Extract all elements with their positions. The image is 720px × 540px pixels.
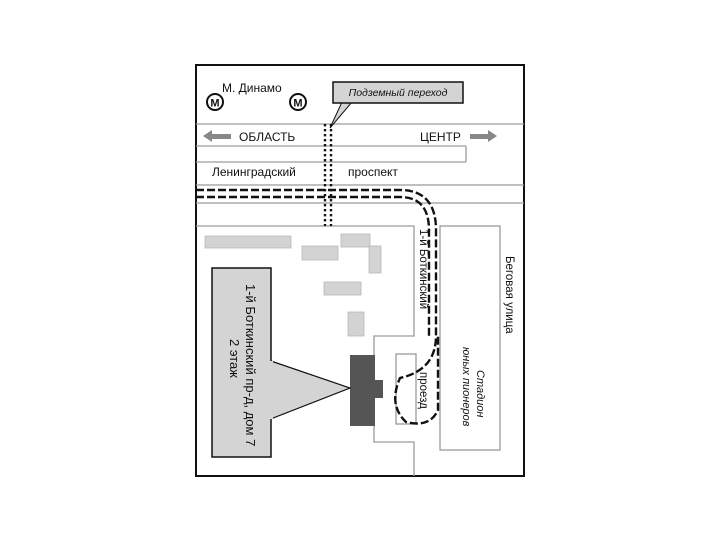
metro-station-label: М. Динамо xyxy=(222,81,282,95)
direction-region-label: ОБЛАСТЬ xyxy=(239,130,295,144)
arrow-left-icon xyxy=(203,130,231,142)
stadium-label-2: юных пионеров xyxy=(460,347,472,427)
route-path xyxy=(196,188,440,425)
street-label-proezd: проезд xyxy=(417,372,429,409)
metro-icon: М xyxy=(206,93,224,111)
street-label-botkinsky: 1-й Боткинский xyxy=(417,229,429,309)
target-building-annex xyxy=(375,380,383,398)
svg-text:Подземный переход: Подземный переход xyxy=(349,87,448,99)
building xyxy=(323,281,362,296)
building xyxy=(340,233,371,248)
building xyxy=(368,245,382,274)
address-callout: 1-й Боткинский пр-д, дом 7 2 этаж xyxy=(211,267,352,458)
direction-center-label: ЦЕНТР xyxy=(420,130,461,144)
street-label-prospekt: проспект xyxy=(348,165,398,179)
buildings xyxy=(204,233,382,337)
underpass-callout: Подземный переход xyxy=(329,81,464,129)
metro-icon: М xyxy=(289,93,307,111)
underpass-path xyxy=(323,124,333,226)
svg-text:М: М xyxy=(293,98,302,110)
target-building xyxy=(350,355,375,426)
street-label-begovaya: Беговая улица xyxy=(503,256,515,334)
address-line-1: 1-й Боткинский пр-д, дом 7 xyxy=(243,284,258,446)
address-line-2: 2 этаж xyxy=(227,339,242,378)
building xyxy=(301,245,339,261)
street-label-leningradsky: Ленинградский xyxy=(212,165,296,179)
building xyxy=(204,235,292,249)
stadium-label-1: Стадион xyxy=(474,370,486,417)
arrow-right-icon xyxy=(470,130,497,142)
svg-text:М: М xyxy=(210,98,219,110)
road-lines xyxy=(196,123,524,476)
building xyxy=(347,311,365,337)
